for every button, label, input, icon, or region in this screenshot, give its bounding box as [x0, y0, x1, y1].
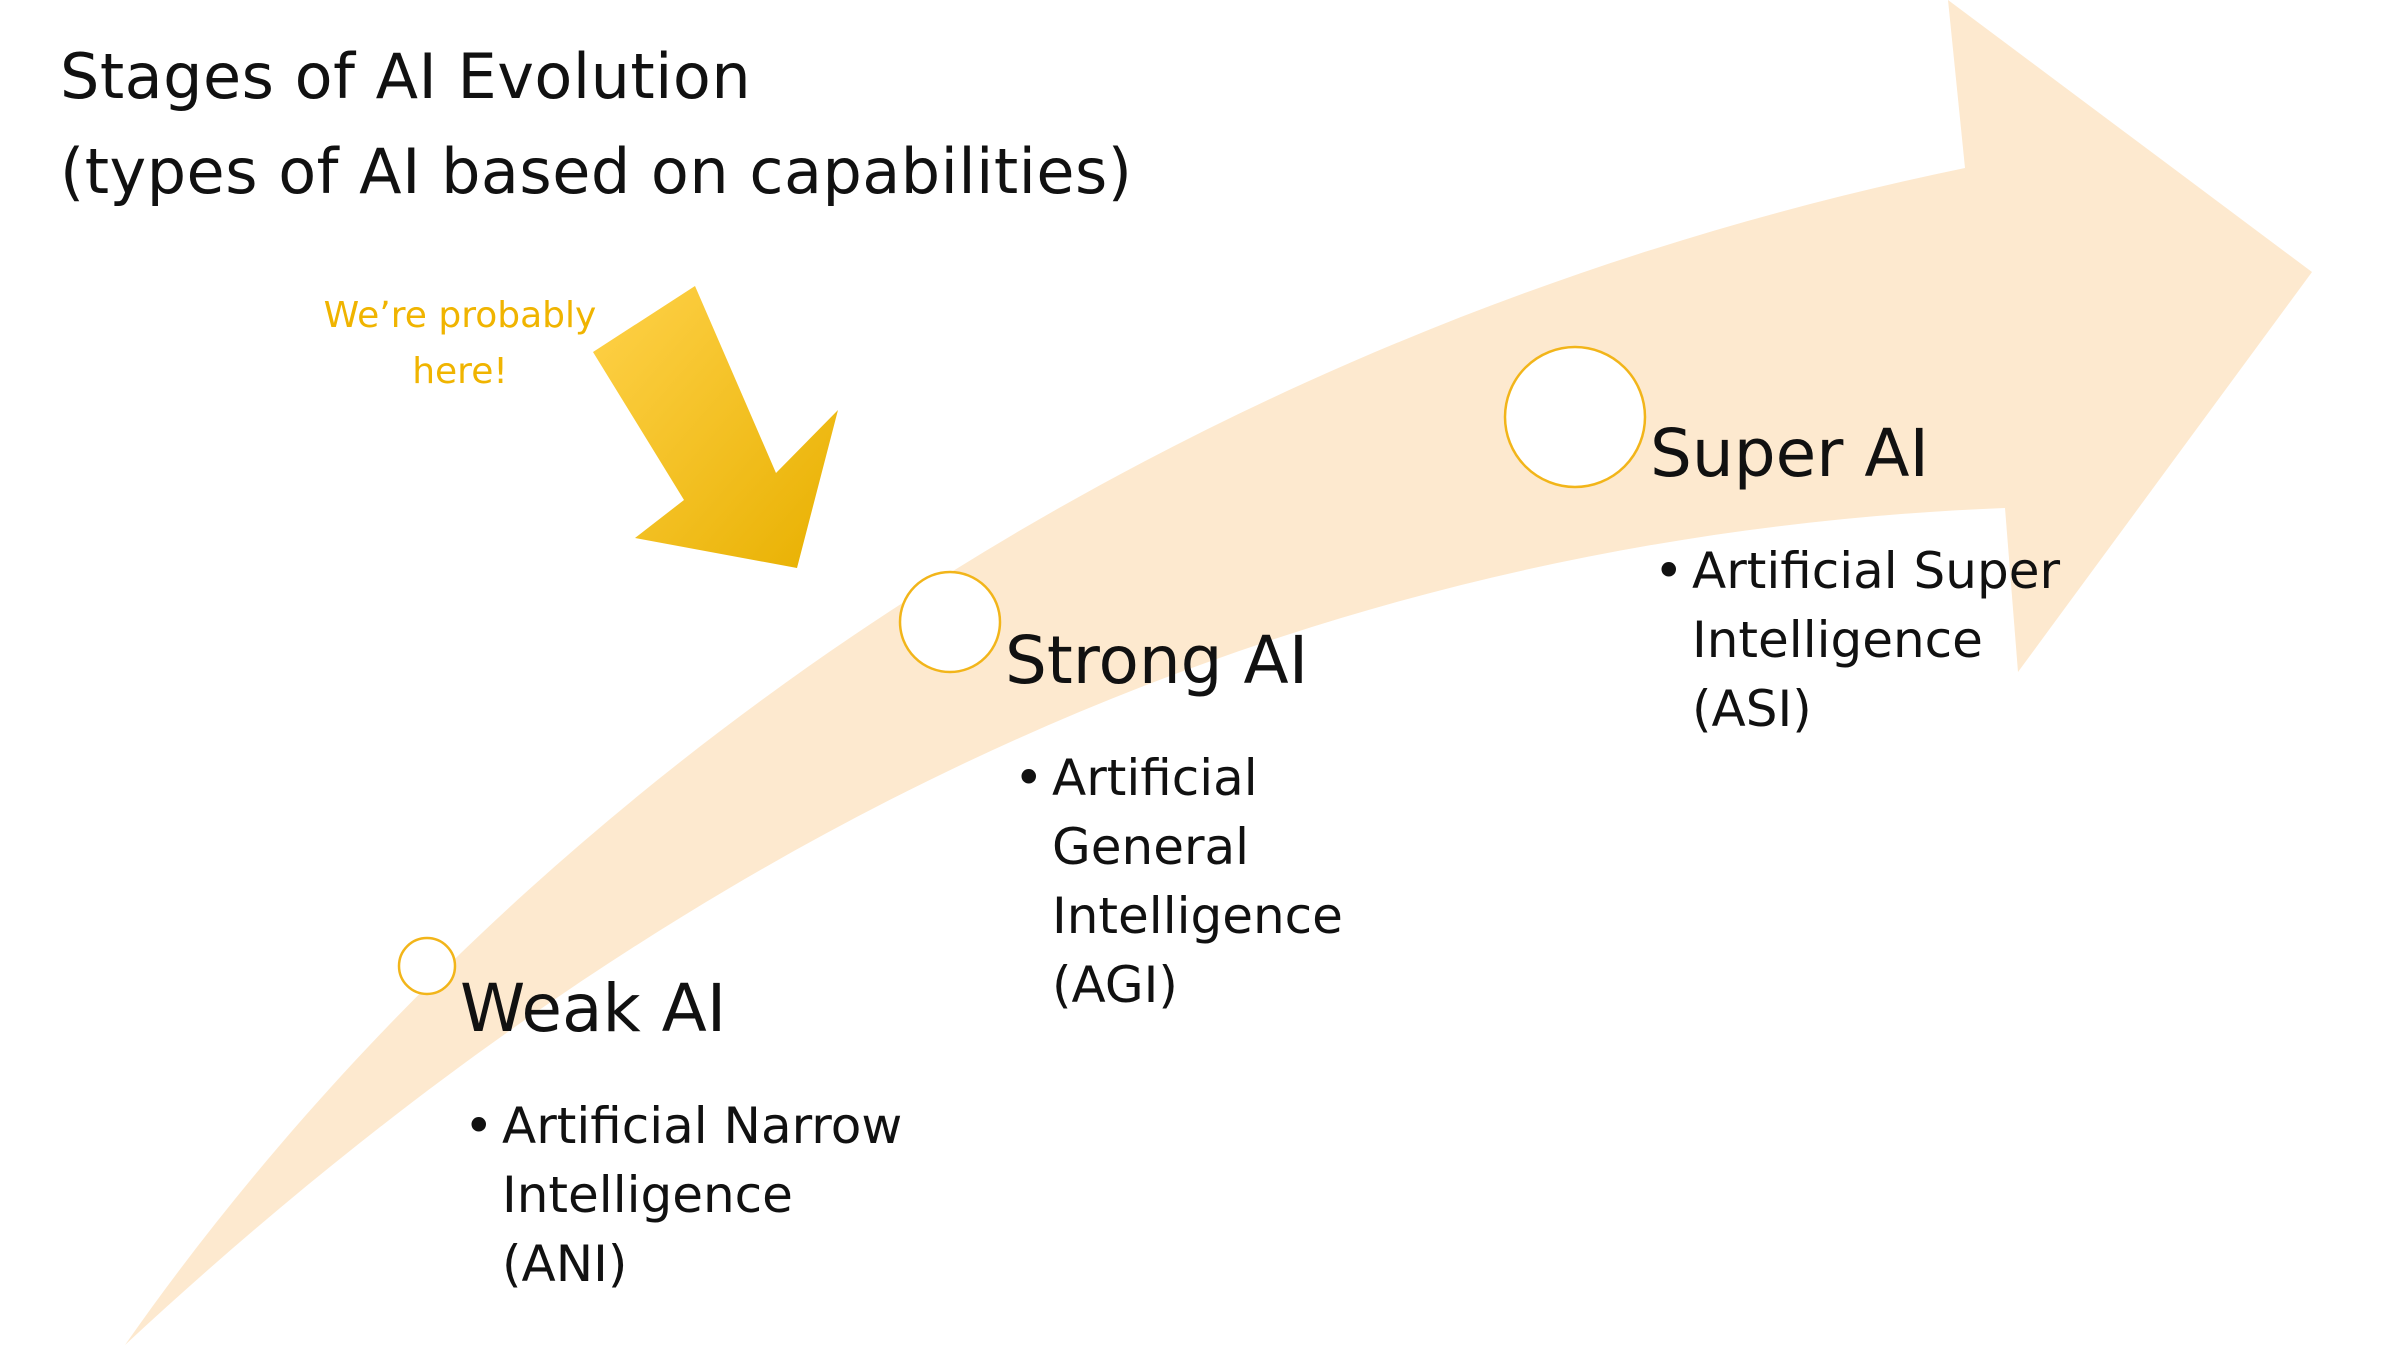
- super-ai-marker-icon: [1503, 345, 1647, 489]
- curved-arrow-icon: [125, 0, 2312, 1345]
- list-item: • Artificial Super Intelligence (ASI): [1650, 537, 2060, 744]
- callout-line: We’re probably: [323, 295, 597, 336]
- stage-list-weak-ai: • Artificial Narrow Intelligence (ANI): [460, 1092, 902, 1299]
- list-item-line: General: [1052, 818, 1250, 876]
- down-right-arrow-icon: [593, 286, 838, 568]
- list-item: • Artificial Narrow Intelligence (ANI): [460, 1092, 902, 1299]
- stage-heading-weak-ai: Weak AI: [460, 970, 727, 1047]
- list-item-line: Intelligence: [1052, 887, 1343, 945]
- list-item-line: Artificial Narrow: [502, 1097, 903, 1155]
- list-item-line: Artificial Super: [1692, 542, 2061, 600]
- list-item-line: Artificial: [1052, 749, 1258, 807]
- bullet-icon: •: [1654, 542, 1684, 600]
- stage-heading-strong-ai: Strong AI: [1005, 622, 1309, 699]
- callout-line: here!: [412, 351, 508, 392]
- stage-list-strong-ai: • Artificial General Intelligence (AGI): [1010, 744, 1343, 1020]
- callout-text: We’re probably here!: [290, 288, 630, 400]
- stage-list-super-ai: • Artificial Super Intelligence (ASI): [1650, 537, 2060, 744]
- stage-heading-super-ai: Super AI: [1650, 415, 1929, 492]
- list-item-line: (ASI): [1692, 680, 1812, 738]
- list-item-line: Intelligence: [1692, 611, 1983, 669]
- slide-subtitle: (types of AI based on capabilities): [60, 135, 1133, 208]
- strong-ai-marker-icon: [898, 570, 1002, 674]
- list-item: • Artificial General Intelligence (AGI): [1010, 744, 1343, 1020]
- bullet-icon: •: [1014, 749, 1044, 807]
- bullet-icon: •: [464, 1097, 494, 1155]
- weak-ai-marker-icon: [397, 936, 457, 996]
- slide-title: Stages of AI Evolution: [60, 40, 752, 113]
- list-item-line: Intelligence: [502, 1166, 793, 1224]
- list-item-line: (ANI): [502, 1235, 628, 1293]
- list-item-line: (AGI): [1052, 956, 1178, 1014]
